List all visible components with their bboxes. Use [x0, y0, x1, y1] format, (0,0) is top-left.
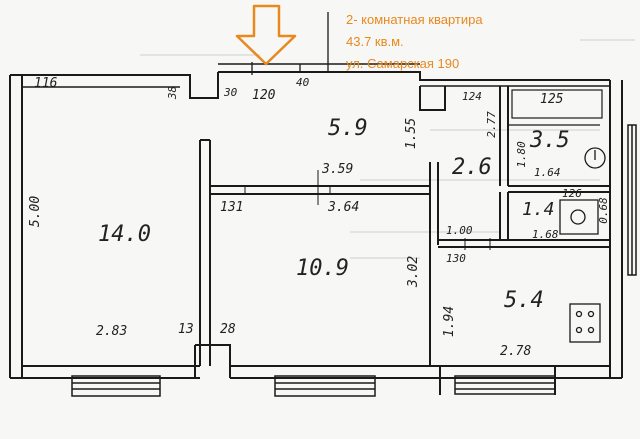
dim-116: 116: [34, 76, 58, 91]
background-noise: [140, 39, 635, 259]
fixtures: [251, 12, 606, 343]
washbasin-icon: [584, 147, 606, 169]
dim-30: 30: [224, 86, 238, 99]
dim-2-77: 2.77: [484, 111, 498, 138]
dimension-lines: [244, 170, 491, 250]
walls: [9, 63, 623, 395]
dim-130: 130: [446, 252, 466, 265]
dim-3-59: 3.59: [322, 162, 354, 177]
dim-5-00: 5.00: [28, 195, 44, 228]
dim-28: 28: [220, 322, 236, 337]
annotation-rooms: 2- комнатная квартира: [346, 12, 483, 27]
stove-icon: [569, 303, 601, 343]
dim-1-80: 1.80: [514, 141, 528, 168]
dim-2-78: 2.78: [500, 344, 532, 359]
dim-1-00: 1.00: [446, 224, 473, 237]
dim-38: 38: [166, 85, 180, 100]
dim-126: 126: [562, 187, 582, 200]
room-area-bathroom: 3.5: [530, 128, 570, 153]
dim-124: 124: [462, 90, 482, 103]
dim-1-68: 1.68: [532, 228, 559, 241]
toilet-bowl-icon: [570, 209, 586, 225]
dim-1-55: 1.55: [404, 117, 420, 150]
dim-131: 131: [220, 200, 244, 215]
toilet-box: [559, 199, 599, 235]
dim-125: 125: [540, 92, 564, 107]
room-area-living: 14.0: [98, 222, 151, 247]
room-area-toilet: 1.4: [522, 199, 555, 220]
dim-40: 40: [296, 76, 310, 89]
annotation-area: 43.7 кв.м.: [346, 34, 404, 49]
room-area-hall: 2.6: [452, 155, 492, 180]
room-area-bedroom: 10.9: [296, 256, 349, 281]
dim-120: 120: [252, 88, 276, 103]
room-area-corridor: 5.9: [328, 116, 368, 141]
dim-3-02: 3.02: [406, 255, 422, 288]
entrance-arrow-icon: [235, 4, 297, 66]
dim-13: 13: [178, 322, 194, 337]
dim-1-94: 1.94: [442, 305, 458, 338]
room-area-kitchen: 5.4: [504, 288, 544, 313]
annotation-address: ул. Самарская 190: [346, 56, 460, 71]
dim-2-83: 2.83: [96, 324, 128, 339]
dim-3-64: 3.64: [328, 200, 360, 215]
dim-0-68: 0.68: [596, 197, 610, 224]
dim-1-64: 1.64: [534, 166, 561, 179]
windows: [71, 124, 637, 397]
